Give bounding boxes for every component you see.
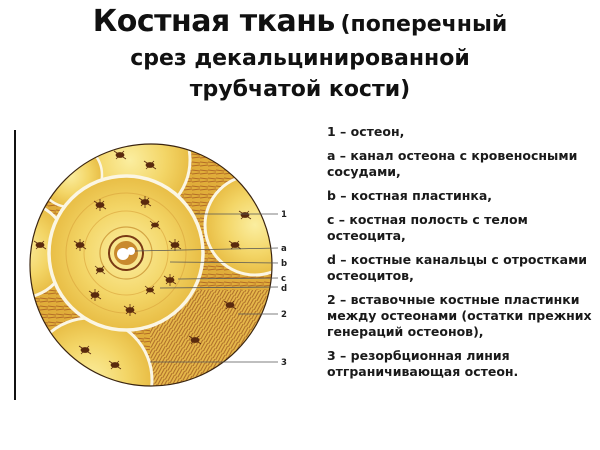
vertical-divider [14,130,16,400]
bone-disc [30,144,272,386]
legend: 1 – остеон, а – канал остеона с кровенос… [327,124,597,388]
main-osteon [47,174,205,332]
title-line-2: срез декальцинированной [130,46,470,71]
legend-item-3: 3 – резорбционная линия отграничивающая … [327,348,519,379]
label-a: a [281,244,287,254]
title-paren: (поперечный [340,12,508,37]
label-b: b [281,259,287,269]
legend-item-b: b – костная пластинка, [327,188,493,203]
title-line-3: трубчатой кости) [189,77,411,102]
label-3: 3 [281,358,287,368]
legend-item-d: d – костные канальцы с отростками остеоц… [327,252,588,283]
figure-labels: 1 a b c d 2 3 [281,210,287,368]
label-1: 1 [281,210,287,220]
legend-item-2: 2 – вставочные костные пластинки между о… [327,292,592,339]
title-main: Костная ткань [92,4,336,39]
page-title: Костная ткань (поперечный срез декальцин… [0,4,600,105]
osteocytes [33,150,252,370]
label-2: 2 [281,310,287,320]
legend-item-a: а – канал остеона с кровеносными сосудам… [327,148,578,179]
leader-lines [134,213,279,363]
bone-section-figure: 1 a b c d 2 3 [0,120,310,420]
legend-item-1: 1 – остеон, [327,124,405,139]
label-c: c [281,274,286,284]
legend-item-c: с – костная полость с телом остеоцита, [327,212,528,243]
label-d: d [281,284,287,294]
